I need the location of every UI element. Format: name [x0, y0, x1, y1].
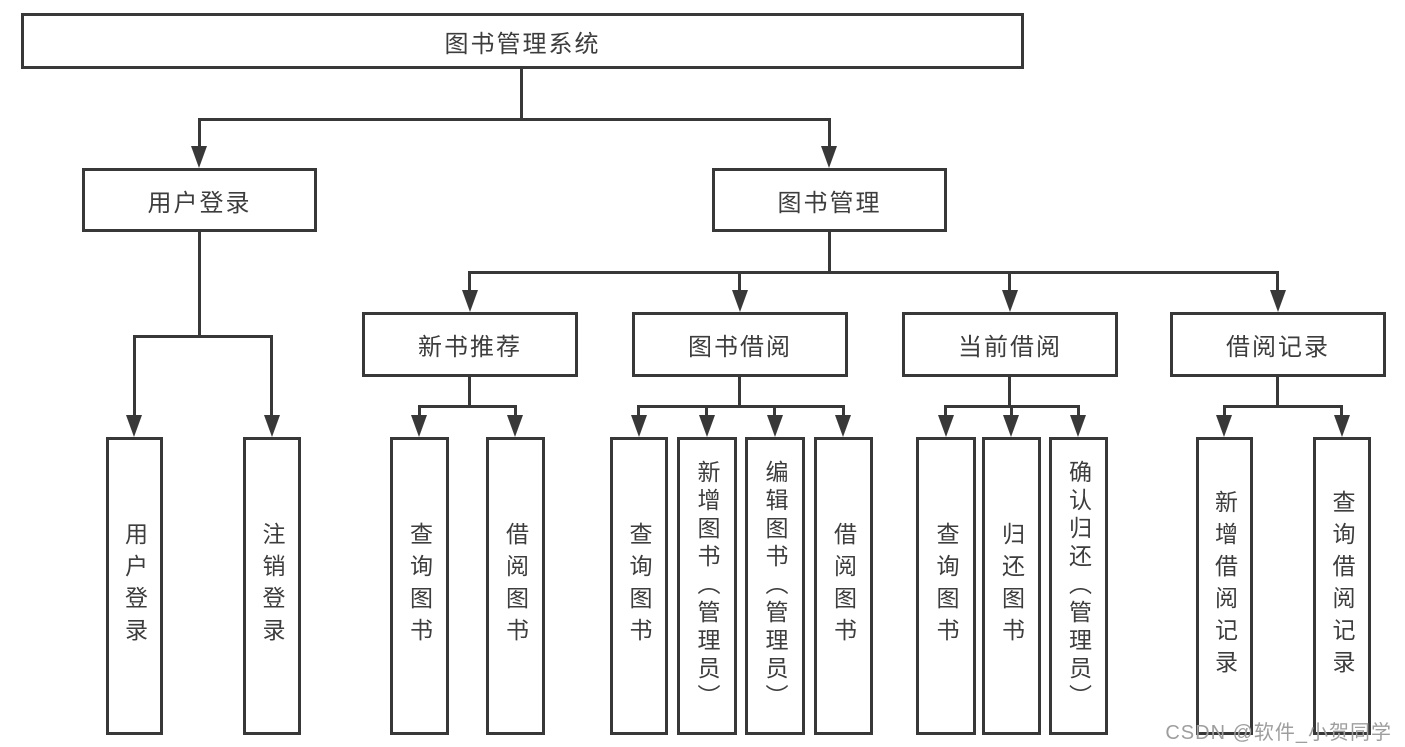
leaf-query-books-recommend: 查询图书	[390, 437, 449, 735]
leaf-query-books-current: 查询图书	[916, 437, 976, 735]
node-book-management: 图书管理	[712, 168, 947, 232]
connector-drop-new-book	[468, 271, 471, 292]
connector-user-login-distributor	[133, 335, 273, 338]
arrowhead-down-icon	[821, 146, 837, 168]
connector-current-borrow-stem	[1008, 377, 1011, 408]
node-book-borrow: 图书借阅	[632, 312, 848, 377]
connector-user-login-stem	[198, 232, 201, 337]
connector-drop-borrow-records	[1276, 271, 1279, 292]
arrowhead-down-icon	[732, 290, 748, 312]
connector-drop-leaf	[705, 405, 708, 417]
node-current-borrow: 当前借阅	[902, 312, 1118, 377]
connector-borrow-records-distributor	[1223, 405, 1343, 408]
csdn-watermark: CSDN @软件_小贺同学	[1165, 722, 1392, 744]
connector-drop-leaf	[1077, 405, 1080, 417]
connector-drop-leaf	[1010, 405, 1013, 417]
connector-new-book-distributor	[418, 405, 517, 408]
arrowhead-down-icon	[835, 415, 851, 437]
connector-drop-leaf	[637, 405, 640, 417]
arrowhead-down-icon	[699, 415, 715, 437]
connector-drop-leaf	[944, 405, 947, 417]
arrowhead-down-icon	[1216, 415, 1232, 437]
leaf-query-books-borrow: 查询图书	[610, 437, 668, 735]
connector-book-mgmt-distributor	[468, 271, 1279, 274]
connector-book-mgmt-stem	[828, 232, 831, 274]
arrowhead-down-icon	[1003, 415, 1019, 437]
leaf-borrow-books-recommend: 借阅图书	[486, 437, 545, 735]
connector-drop-book-management	[828, 118, 831, 148]
arrowhead-down-icon	[631, 415, 647, 437]
arrowhead-down-icon	[767, 415, 783, 437]
leaf-return-books: 归还图书	[982, 437, 1041, 735]
arrowhead-down-icon	[126, 415, 142, 437]
leaf-query-borrow-record: 查询借阅记录	[1313, 437, 1371, 735]
arrowhead-down-icon	[1070, 415, 1086, 437]
connector-drop-leaf	[418, 405, 421, 417]
leaf-add-books-admin: 新增图书（管理员）	[677, 437, 737, 735]
connector-borrow-records-stem	[1276, 377, 1279, 408]
connector-drop-current-borrow	[1008, 271, 1011, 292]
leaf-confirm-return-admin: 确认归还（管理员）	[1049, 437, 1108, 735]
arrowhead-down-icon	[264, 415, 280, 437]
leaf-borrow-books: 借阅图书	[814, 437, 873, 735]
arrowhead-down-icon	[938, 415, 954, 437]
connector-drop-book-borrow	[738, 271, 741, 292]
arrowhead-down-icon	[1002, 290, 1018, 312]
connector-drop-leaf	[133, 335, 136, 417]
arrowhead-down-icon	[462, 290, 478, 312]
connector-drop-leaf	[1340, 405, 1343, 417]
connector-root-distributor	[198, 118, 831, 121]
arrowhead-down-icon	[1334, 415, 1350, 437]
connector-drop-user-login	[198, 118, 201, 148]
connector-root-stem	[520, 69, 523, 118]
connector-new-book-stem	[468, 377, 471, 408]
leaf-user-login: 用户登录	[106, 437, 163, 735]
connector-drop-leaf	[270, 335, 273, 417]
connector-drop-leaf	[1223, 405, 1226, 417]
node-root-library-system: 图书管理系统	[21, 13, 1024, 69]
arrowhead-down-icon	[191, 146, 207, 168]
leaf-add-borrow-record: 新增借阅记录	[1196, 437, 1253, 735]
connector-drop-leaf	[514, 405, 517, 417]
arrowhead-down-icon	[1270, 290, 1286, 312]
connector-drop-leaf	[773, 405, 776, 417]
node-new-book-recommend: 新书推荐	[362, 312, 578, 377]
connector-book-borrow-stem	[738, 377, 741, 408]
arrowhead-down-icon	[411, 415, 427, 437]
connector-drop-leaf	[842, 405, 845, 417]
connector-book-borrow-distributor	[637, 405, 845, 408]
node-user-login: 用户登录	[82, 168, 317, 232]
leaf-logout: 注销登录	[243, 437, 301, 735]
arrowhead-down-icon	[507, 415, 523, 437]
node-borrow-records: 借阅记录	[1170, 312, 1386, 377]
leaf-edit-books-admin: 编辑图书（管理员）	[745, 437, 805, 735]
